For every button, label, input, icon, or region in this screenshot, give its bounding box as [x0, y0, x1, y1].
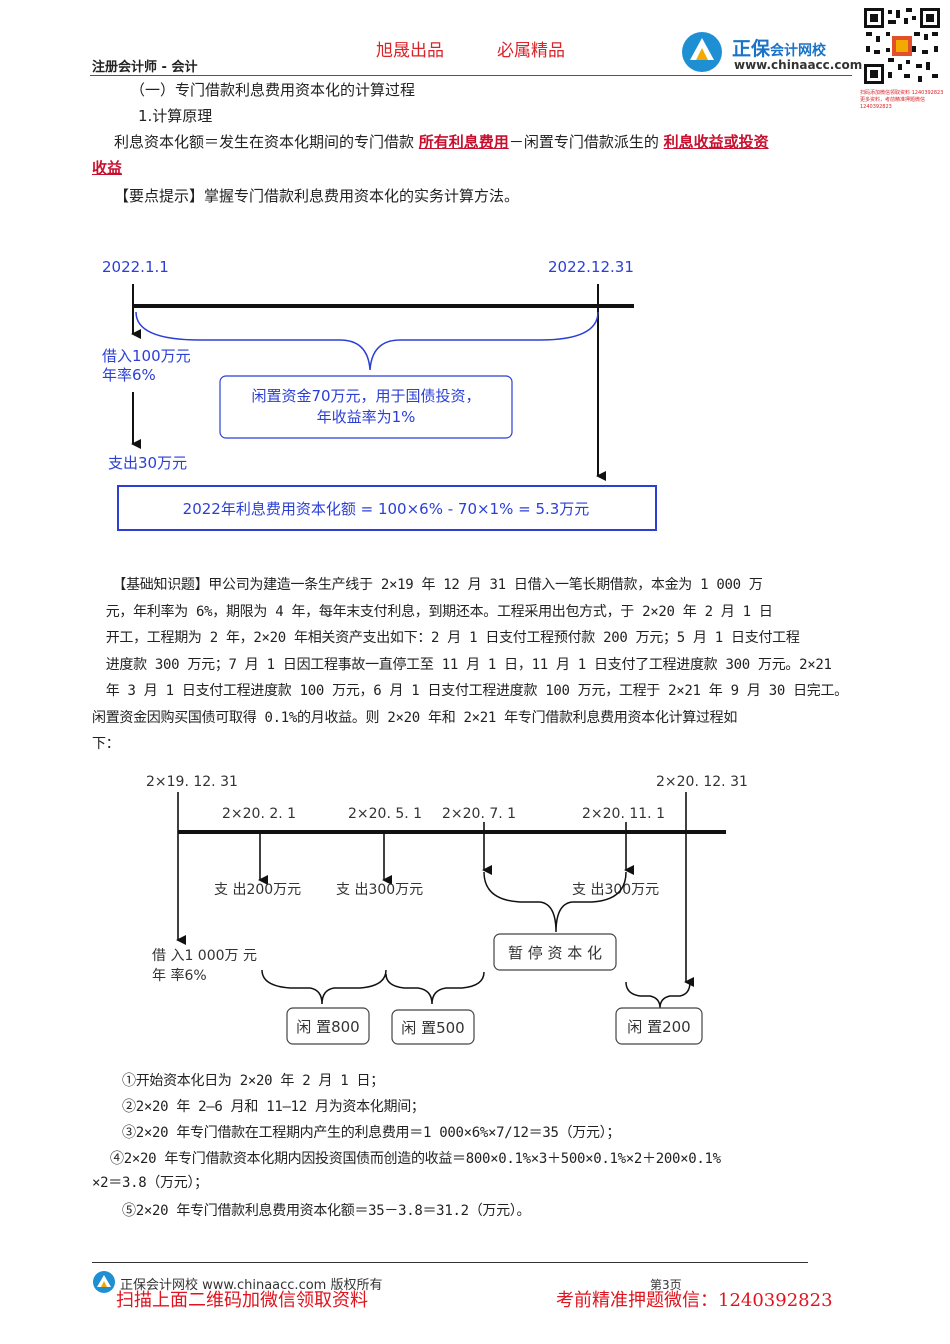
footer-divider: [92, 1262, 808, 1263]
formula-line: 利息资本化额＝发生在资本化期间的专门借款 所有利息费用－闲置专门借款派生的 利息…: [114, 133, 769, 151]
calc-step-3: ③2×20 年专门借款在工程期内产生的利息费用＝1 000×6%×7/12＝35…: [122, 1125, 621, 1141]
d2-idle-box-2: [391, 1009, 475, 1045]
d2-borrow-2: 年 率6%: [152, 967, 207, 984]
d1-borrow-line2: 年率6%: [102, 366, 156, 384]
d2-spend-3: 支 出300万元: [572, 882, 659, 898]
d1-idle-box: [219, 375, 513, 439]
section-heading: （一）专门借款利息费用资本化的计算过程: [130, 81, 416, 99]
d2-date-4: 2×20. 11. 1: [582, 806, 665, 822]
d1-start-date: 2022.1.1: [102, 258, 169, 276]
d1-result-box: [117, 485, 657, 531]
calc-step-4: ④2×20 年专门借款资本化期内因投资国债而创造的收益＝800×0.1%×3＋5…: [110, 1151, 721, 1167]
d2-date-1: 2×20. 2. 1: [222, 806, 296, 822]
d2-idle-box-1: [286, 1007, 370, 1045]
d1-idle-line1: 闲置资金70万元，用于国债投资，: [251, 387, 480, 405]
d1-result: 2022年利息费用资本化额 = 100×6% - 70×1% = 5.3万元: [183, 500, 590, 518]
d2-borrow-1: 借 入1 000万 元: [152, 948, 257, 964]
key-tip: 【要点提示】掌握专门借款利息费用资本化的实务计算方法。: [114, 187, 520, 205]
d2-date-2: 2×20. 5. 1: [348, 806, 422, 822]
promo-left: 扫描上面二维码加微信领取资料: [116, 1290, 368, 1311]
d2-idle-3: 闲 置200: [627, 1018, 690, 1036]
calc-step-4-cont: ×2＝3.8（万元）；: [92, 1175, 208, 1191]
d2-end-date: 2×20. 12. 31: [656, 774, 748, 790]
d1-idle-line2: 年收益率为1%: [317, 408, 416, 426]
d2-idle-box-3: [615, 1007, 703, 1045]
promo-right: 考前精准押题微信：1240392823: [556, 1290, 833, 1311]
logo-icon: [682, 32, 722, 72]
d2-idle-1: 闲 置800: [296, 1018, 359, 1036]
underline-interest: 所有利息费用: [418, 133, 509, 151]
calc-step-2: ②2×20 年 2—6 月和 11—12 月为资本化期间；: [122, 1099, 425, 1115]
calc-step-5: ⑤2×20 年专门借款利息费用资本化额＝35－3.8＝31.2（万元）。: [122, 1203, 531, 1219]
d2-pause: 暂 停 资 本 化: [508, 944, 602, 962]
case-text: 【基础知识题】甲公司为建造一条生产线于 2×19 年 12 月 31 日借入一笔…: [92, 577, 848, 752]
d2-spend-2: 支 出300万元: [336, 882, 423, 898]
qr-note: 扫码添加微信领取资料 1240392823 更多资料，考前精准押题微信 1240…: [860, 90, 944, 110]
slogan-left: 旭晟出品: [376, 41, 444, 61]
footer-copyright: 正保会计网校 www.chinaacc.com 版权所有: [120, 1278, 383, 1293]
d2-spend-1: 支 出200万元: [214, 882, 301, 898]
footer-logo-icon: [93, 1271, 115, 1293]
d1-brace: [135, 311, 599, 371]
timeline-diagram-1: 2022.1.1 2022.12.31 借入100万元 年率6% 支出30万元 …: [102, 258, 657, 531]
logo-url: www.chinaacc.com: [734, 58, 863, 72]
d2-brace-3: [625, 981, 691, 1009]
d1-spend: 支出30万元: [108, 454, 187, 472]
d2-start-date: 2×19. 12. 31: [146, 774, 238, 790]
d2-pause-brace: [483, 871, 627, 933]
calc-step-1: ①开始资本化日为 2×20 年 2 月 1 日；: [122, 1073, 384, 1089]
timeline-diagram-2: 2×19. 12. 31 2×20. 12. 31 2×20. 2. 1 2×2…: [146, 774, 748, 1045]
d2-date-3: 2×20. 7. 1: [442, 806, 516, 822]
header-divider: [90, 75, 852, 76]
formula-line-2: 收益: [92, 159, 123, 177]
page-number: 第3页: [650, 1278, 682, 1292]
d2-brace-2: [385, 971, 485, 1005]
subsection-heading: 1.计算原理: [138, 107, 213, 125]
d2-brace-1: [261, 969, 387, 1005]
underline-income: 利息收益或投资: [663, 133, 769, 151]
d2-pause-box: [493, 933, 617, 971]
qr-code-icon[interactable]: [862, 6, 942, 86]
logo-brand: 正保会计网校: [732, 38, 827, 60]
slogan-right: 必属精品: [497, 41, 565, 61]
d1-borrow-line1: 借入100万元: [102, 347, 191, 365]
d1-end-date: 2022.12.31: [548, 258, 634, 276]
course-title: 注册会计师 - 会计: [92, 60, 198, 75]
d2-idle-2: 闲 置500: [401, 1019, 464, 1037]
